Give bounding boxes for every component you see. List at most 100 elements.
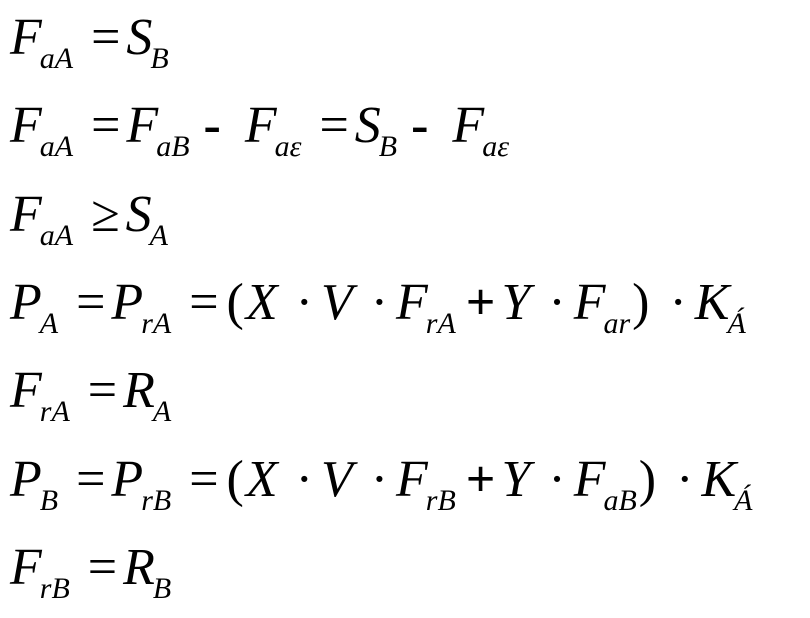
math-operator: = — [319, 97, 349, 154]
math-operator: = — [91, 9, 121, 66]
variable-base: F — [396, 274, 428, 331]
variable-base: F — [126, 97, 159, 154]
math-operator: · — [295, 451, 313, 508]
variable-subscript: Á — [727, 307, 746, 340]
math-variable: X — [246, 277, 278, 329]
math-variable: KÁ — [701, 451, 752, 516]
math-variable: FrB — [396, 451, 456, 516]
math-variable: RB — [123, 539, 171, 604]
math-variable: Far — [573, 274, 630, 339]
variable-base: F — [452, 97, 485, 154]
variable-base: K — [694, 274, 730, 331]
math-operator: ≥ — [91, 186, 120, 243]
math-operator: + — [465, 451, 496, 508]
variable-subscript: rA — [39, 395, 70, 428]
math-operator: - — [203, 97, 221, 154]
math-operator: = — [91, 97, 121, 154]
math-operator: = — [189, 451, 219, 508]
math-variable: FaB — [573, 451, 637, 516]
variable-subscript: aB — [156, 130, 190, 163]
variable-base: Y — [501, 274, 531, 331]
variable-subscript: aB — [603, 484, 637, 517]
math-variable: FaA — [10, 97, 73, 162]
variable-subscript: rA — [141, 307, 172, 340]
math-operator: = — [189, 274, 219, 331]
variable-subscript: rA — [425, 307, 456, 340]
variable-subscript: B — [152, 572, 172, 605]
math-parenthesis: ) — [632, 274, 650, 331]
variable-base: F — [573, 451, 606, 508]
variable-subscript: aA — [39, 130, 74, 163]
variable-base: X — [245, 451, 278, 508]
equation-2: FaA=FaB-Faε=SB-Faε — [10, 97, 510, 163]
math-variable: FrB — [10, 539, 70, 604]
variable-base: S — [354, 97, 381, 154]
math-operator: · — [669, 274, 687, 331]
variable-base: F — [10, 97, 42, 154]
variable-subscript: aA — [39, 42, 74, 75]
equation-5: FrA =RA — [10, 362, 171, 428]
math-variable: KÁ — [694, 274, 746, 339]
variable-subscript: B — [378, 130, 398, 163]
variable-subscript: A — [39, 307, 59, 340]
variable-base: R — [123, 539, 155, 596]
variable-base: F — [573, 274, 606, 331]
variable-base: V — [320, 274, 353, 331]
variable-base: P — [10, 451, 42, 508]
variable-base: V — [320, 451, 353, 508]
equation-4: PA=PrA=(X·V·FrA+Y·Far)·KÁ — [10, 274, 746, 339]
variable-base: F — [10, 9, 42, 66]
math-operator: = — [87, 362, 118, 419]
variable-subscript: B — [150, 42, 169, 75]
variable-base: P — [111, 451, 144, 508]
math-variable: Y — [501, 277, 530, 329]
variable-subscript: rB — [425, 484, 456, 517]
variable-base: F — [396, 451, 428, 508]
variable-subscript: ar — [603, 307, 631, 340]
variable-subscript: rB — [39, 572, 70, 605]
equation-6: PB=PrB=(X·V·FrB+Y·FaB)·KÁ — [10, 451, 752, 516]
math-parenthesis: ( — [226, 274, 244, 331]
math-parenthesis: ) — [638, 451, 657, 508]
variable-subscript: A — [149, 219, 168, 252]
variable-base: F — [10, 186, 42, 243]
math-variable: V — [321, 454, 353, 506]
math-operator: · — [295, 274, 313, 331]
math-variable: PrA — [111, 277, 171, 339]
variable-base: P — [10, 274, 42, 331]
variable-subscript: aε — [482, 130, 510, 163]
math-operator: · — [370, 451, 389, 508]
math-variable: RA — [123, 362, 171, 427]
math-variable: X — [246, 454, 278, 506]
variable-subscript: A — [152, 395, 172, 428]
math-variable: V — [321, 277, 353, 329]
math-variable: PB — [10, 451, 58, 516]
variable-subscript: aA — [39, 219, 74, 252]
math-variable: SA — [125, 186, 168, 251]
equation-1: FaA =SB — [10, 9, 169, 74]
variable-subscript: B — [39, 484, 59, 517]
variable-subscript: Á — [734, 484, 753, 517]
math-operator: = — [76, 451, 106, 508]
variable-base: S — [125, 186, 152, 243]
variable-subscript: rB — [141, 484, 172, 517]
variable-subscript: aε — [274, 130, 302, 163]
math-operator: - — [411, 97, 429, 154]
math-variable: PA — [10, 274, 58, 339]
math-variable: Faε — [245, 100, 302, 162]
math-variable: FaA — [10, 9, 73, 74]
variable-base: F — [10, 539, 42, 596]
variable-base: R — [123, 362, 155, 419]
math-variable: SB — [354, 97, 397, 162]
variable-base: Y — [501, 451, 531, 508]
math-variable: FrA — [396, 274, 456, 339]
math-variable: SB — [126, 9, 168, 74]
equation-3: FaA ≥SA — [10, 186, 168, 252]
math-operator: · — [548, 274, 566, 331]
variable-base: F — [10, 362, 42, 419]
variable-base: S — [126, 9, 153, 66]
variable-base: K — [701, 451, 737, 508]
math-parenthesis: ( — [226, 451, 244, 508]
math-variable: PrB — [111, 451, 171, 516]
math-operator: · — [370, 274, 389, 331]
